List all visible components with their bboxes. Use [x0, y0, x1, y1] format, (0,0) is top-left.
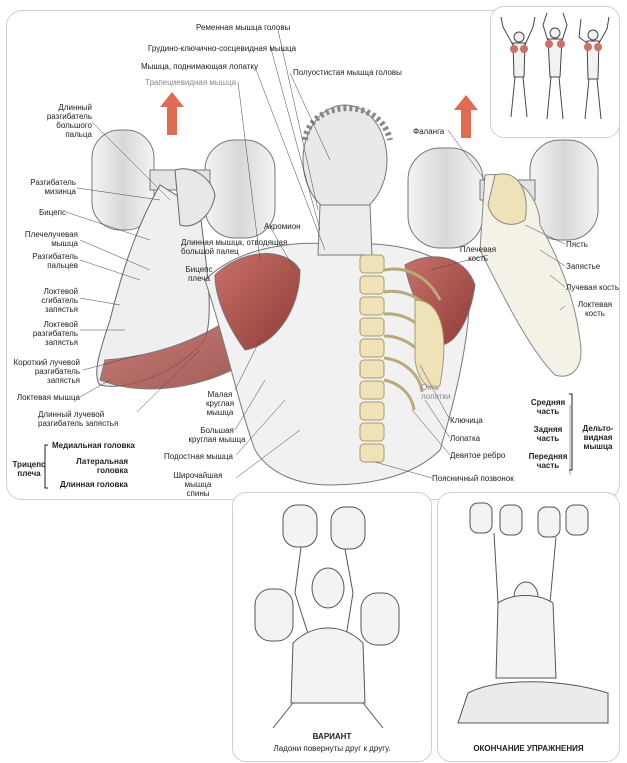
- label-semispinalis-capitis: Полуостистая мышца головы: [293, 68, 402, 77]
- label-abductor-pollicis-longus: Длинная мышца, отводящая большой палец: [181, 238, 288, 256]
- label-extensor-carpi-radialis-longus: Длинный лучевой разгибатель запястья: [38, 410, 119, 428]
- label-triceps-long-head: Длинная головка: [60, 480, 128, 489]
- inset-end-panel: ОКОНЧАНИЕ УПРАЖНЕНИЯ: [437, 492, 620, 762]
- label-triceps: Трицепс плеча: [12, 460, 46, 478]
- label-brachioradialis: Плечелучевая мышца: [24, 230, 78, 248]
- label-deltoid-middle: Средняя часть: [530, 398, 566, 416]
- label-teres-major: Большая круглая мышца: [188, 426, 246, 444]
- label-biceps-left: Бицепс: [39, 208, 66, 217]
- label-levator-scapulae: Мышца, поднимающая лопатку: [141, 62, 259, 71]
- label-infraspinatus: Подостная мышца: [164, 452, 233, 461]
- label-trapezius: Трапециевидная мышца: [145, 78, 237, 87]
- label-sternocleidomastoid: Грудино-ключично-сосцевидная мышца: [148, 44, 297, 53]
- label-latissimus-dorsi: Широчайшая мышца спины: [173, 471, 223, 498]
- variant-title: ВАРИАНТ: [312, 732, 352, 741]
- label-triceps-medial-head: Медиальная головка: [52, 441, 135, 450]
- label-clavicle: Ключица: [450, 416, 483, 425]
- label-metacarpus: Пясть: [566, 240, 588, 249]
- label-extensor-carpi-ulnaris: Локтевой разгибатель запястья: [32, 320, 78, 347]
- left-up-arrow: [160, 92, 184, 135]
- label-triceps-lateral-head: Латеральная головка: [76, 457, 128, 475]
- label-acromion: Акромион: [264, 222, 301, 231]
- inset-variant-panel: ВАРИАНТ Ладони повернуты друг к другу.: [232, 492, 432, 762]
- label-extensor-digiti-minimi: Разгибатель мизинца: [30, 178, 76, 196]
- label-extensor-pollicis-longus: Длинный разгибатель большого пальца: [46, 103, 92, 139]
- label-deltoid-rear: Задняя часть: [533, 425, 563, 443]
- variant-drawing: [254, 504, 400, 729]
- end-exercise-title: ОКОНЧАНИЕ УПРАЖНЕНИЯ: [473, 744, 584, 753]
- right-up-arrow: [454, 95, 478, 138]
- label-biceps-brachii: Бицепс плеча: [185, 265, 213, 283]
- left-arm: [96, 168, 266, 390]
- right-arm: [479, 173, 582, 377]
- label-flexor-carpi-ulnaris: Локтевой сгибатель запястья: [41, 287, 78, 314]
- label-ninth-rib: Девятое ребро: [450, 451, 506, 460]
- label-anconeus: Локтевая мышца: [16, 393, 80, 402]
- label-splenius-capitis: Ременная мышца головы: [196, 23, 291, 32]
- label-extensor-digitorum: Разгибатель пальцев: [32, 252, 78, 270]
- label-wrist: Запястье: [566, 262, 601, 271]
- label-extensor-carpi-radialis-brevis: Короткий лучевой разгибатель запястья: [13, 358, 80, 385]
- torso: [204, 104, 476, 486]
- label-radius: Лучевая кость: [566, 283, 619, 292]
- inset-figures-panel: [490, 6, 620, 138]
- label-ulna: Локтевая кость: [577, 300, 613, 318]
- label-deltoid: Дельто- видная мышца: [582, 424, 614, 451]
- three-figures-drawing: [500, 12, 610, 120]
- label-humerus: Плечевая кость: [459, 245, 497, 263]
- label-lumbar-vertebra: Поясничный позвонок: [432, 474, 514, 483]
- label-teres-minor: Малая круглая мышца: [205, 390, 235, 417]
- label-spine-of-scapula: Ость лопатки: [421, 383, 451, 401]
- end-exercise-drawing: [457, 502, 609, 724]
- label-phalanx: Фаланга: [413, 127, 445, 136]
- label-scapula: Лопатка: [450, 434, 481, 443]
- variant-description: Ладони повернуты друг к другу.: [273, 744, 391, 753]
- label-deltoid-front: Передняя часть: [528, 452, 568, 470]
